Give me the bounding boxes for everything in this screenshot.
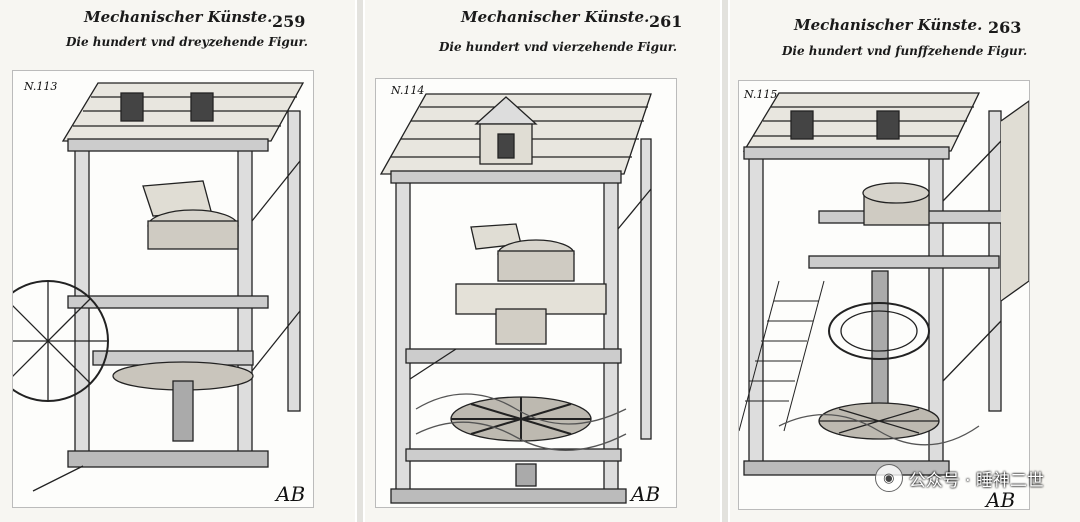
figure-caption: Die hundert vnd vierzehende Figur. (439, 40, 678, 54)
figure-number: N.114 (391, 84, 425, 97)
book-page-center: Mechanischer Künste. 261 Die hundert vnd… (365, 0, 720, 522)
page-number: 261 (649, 12, 683, 31)
mill-engraving-113 (13, 82, 305, 492)
engraving-plate (375, 78, 677, 508)
figure-number: N.115 (744, 88, 778, 101)
page-gutter (357, 0, 363, 522)
engraving-plate (12, 70, 314, 508)
page-gutter (722, 0, 728, 522)
running-header: Mechanischer Künste. (794, 16, 983, 34)
watermark-text: 公众号 · 睡神二世 (908, 470, 1044, 491)
mill-engraving-115 (739, 92, 1029, 476)
page-number: 259 (272, 12, 306, 31)
book-page-left: Mechanischer Künste. 259 Die hundert vnd… (0, 0, 355, 522)
engraver-monogram: AB (631, 482, 661, 506)
figure-number: N.113 (24, 80, 58, 93)
mill-engraving-114 (379, 93, 652, 504)
engraver-monogram: AB (986, 488, 1016, 512)
engraver-monogram: AB (276, 482, 306, 506)
figure-caption: Die hundert vnd dreyzehende Figur. (66, 35, 308, 49)
wechat-icon: ◉ (874, 464, 903, 492)
running-header: Mechanischer Künste. (84, 8, 273, 26)
book-page-right: Mechanischer Künste. 263 Die hundert vnd… (730, 0, 1080, 522)
watermark: ◉ 公众号 · 睡神二世 (874, 464, 1044, 492)
page-number: 263 (988, 18, 1022, 37)
figure-caption: Die hundert vnd funffzehende Figur. (782, 44, 1028, 58)
engraving-plate (738, 80, 1030, 510)
running-header: Mechanischer Künste. (461, 8, 650, 26)
